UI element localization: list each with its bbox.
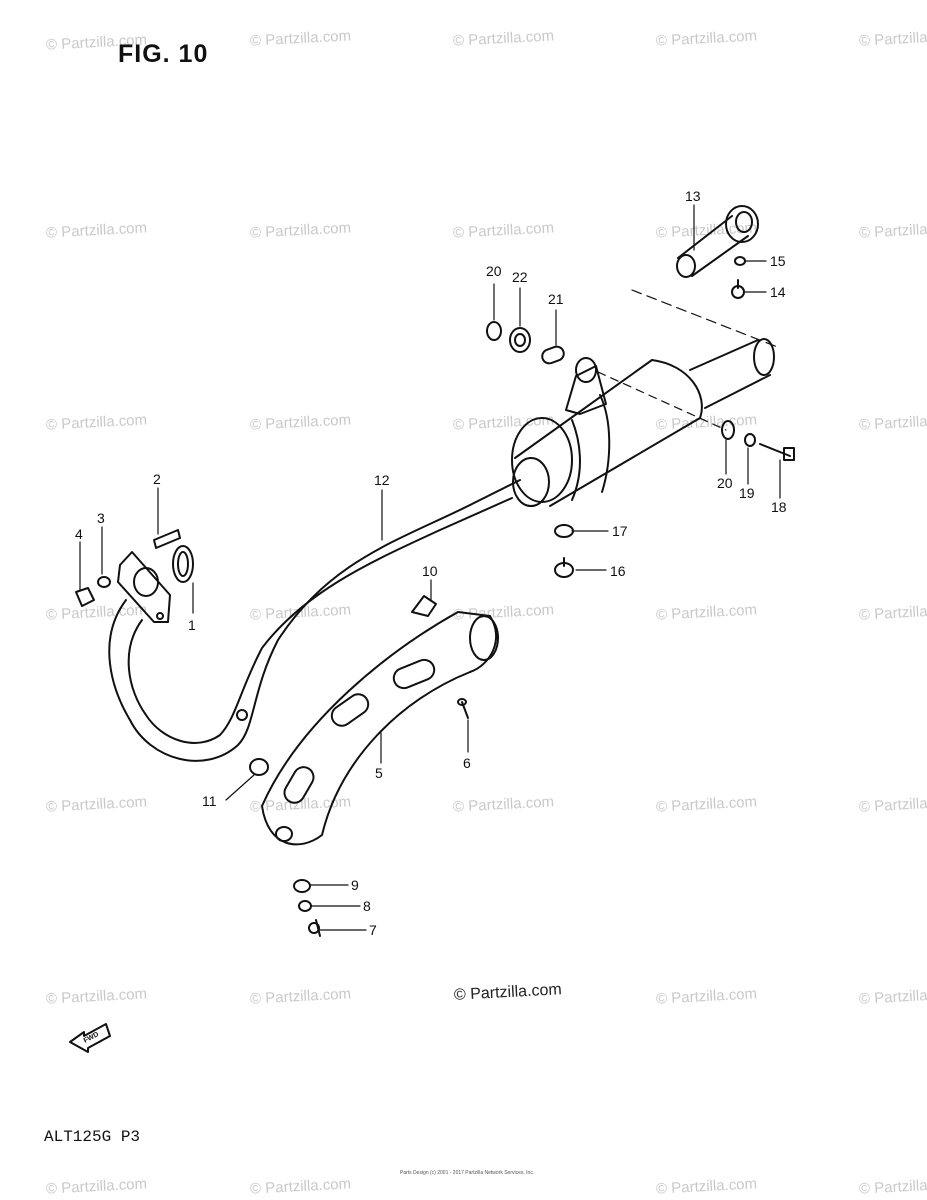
callout-8: 8 <box>363 898 371 914</box>
muffler <box>511 338 775 507</box>
callout-19: 19 <box>739 485 755 501</box>
exhaust-pipe <box>108 479 521 762</box>
callout-7: 7 <box>369 922 377 938</box>
copyright-fine-print: Parts Design (c) 2001 - 2017 Partzilla N… <box>400 1170 535 1176</box>
callout-6: 6 <box>463 755 471 771</box>
leader-lines <box>79 204 781 931</box>
callout-labels: 1 2 3 4 5 6 7 8 9 10 11 12 13 14 15 16 1… <box>75 188 787 938</box>
callout-11: 11 <box>202 793 217 809</box>
figure-title: FIG. 10 <box>118 40 209 68</box>
callout-5: 5 <box>375 765 383 781</box>
muffler-bracket <box>565 357 607 415</box>
model-code: ALT125G P3 <box>44 1128 141 1146</box>
callout-20-lower: 20 <box>717 475 733 491</box>
callout-22: 22 <box>512 269 528 285</box>
callout-16: 16 <box>610 563 626 579</box>
callout-13: 13 <box>685 188 701 204</box>
callout-21: 21 <box>548 291 564 307</box>
callout-15: 15 <box>770 253 786 269</box>
callout-10: 10 <box>422 563 438 579</box>
callout-3: 3 <box>97 510 105 526</box>
callout-14: 14 <box>770 284 786 300</box>
heat-shield <box>261 611 499 846</box>
exhaust-flange <box>117 551 171 623</box>
callout-9: 9 <box>351 877 359 893</box>
callout-4: 4 <box>75 526 83 542</box>
callout-2: 2 <box>153 471 161 487</box>
callout-17: 17 <box>612 523 628 539</box>
tail-pipe <box>676 205 759 278</box>
callout-12: 12 <box>374 472 390 488</box>
callout-1: 1 <box>188 617 196 633</box>
callout-18: 18 <box>771 499 787 515</box>
callout-20-upper: 20 <box>486 263 502 279</box>
small-parts <box>75 256 795 937</box>
fwd-arrow-icon <box>69 1023 111 1053</box>
